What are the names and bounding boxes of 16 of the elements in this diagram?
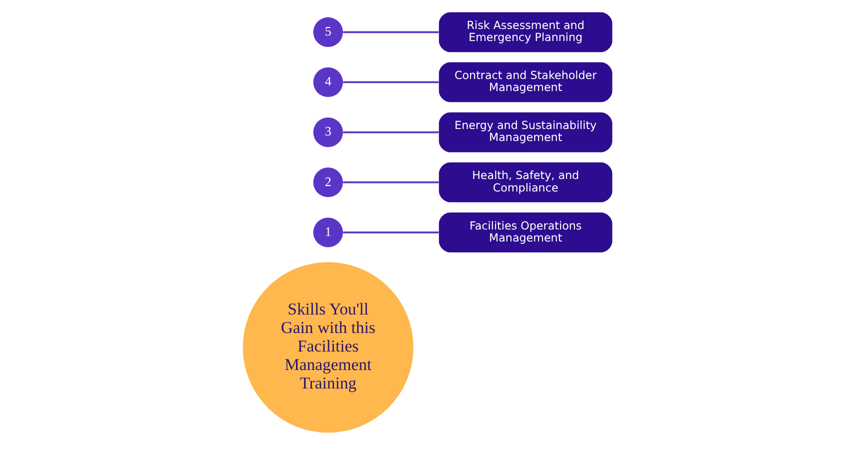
connector [343, 131, 439, 134]
node-box: Risk Assessment and Emergency Planning [438, 12, 612, 52]
node-box: Contract and Stakeholder Management [438, 62, 612, 102]
connector [343, 31, 439, 34]
node-circle: 3 [313, 117, 343, 148]
connector [343, 231, 439, 234]
node-circle: 5 [313, 17, 343, 47]
node-box: Energy and Sustainability Management [438, 112, 612, 152]
node-box: Health, Safety, and Compliance [438, 162, 612, 202]
node-circle: Skills You'll Gain with this Facilities Management Training [240, 259, 416, 436]
node-circle: 1 [313, 218, 343, 248]
node-circle: 2 [313, 168, 343, 198]
connector [343, 81, 439, 84]
connector [343, 181, 439, 184]
node-circle: 4 [313, 67, 343, 98]
node-box: Facilities Operations Management [438, 212, 612, 252]
